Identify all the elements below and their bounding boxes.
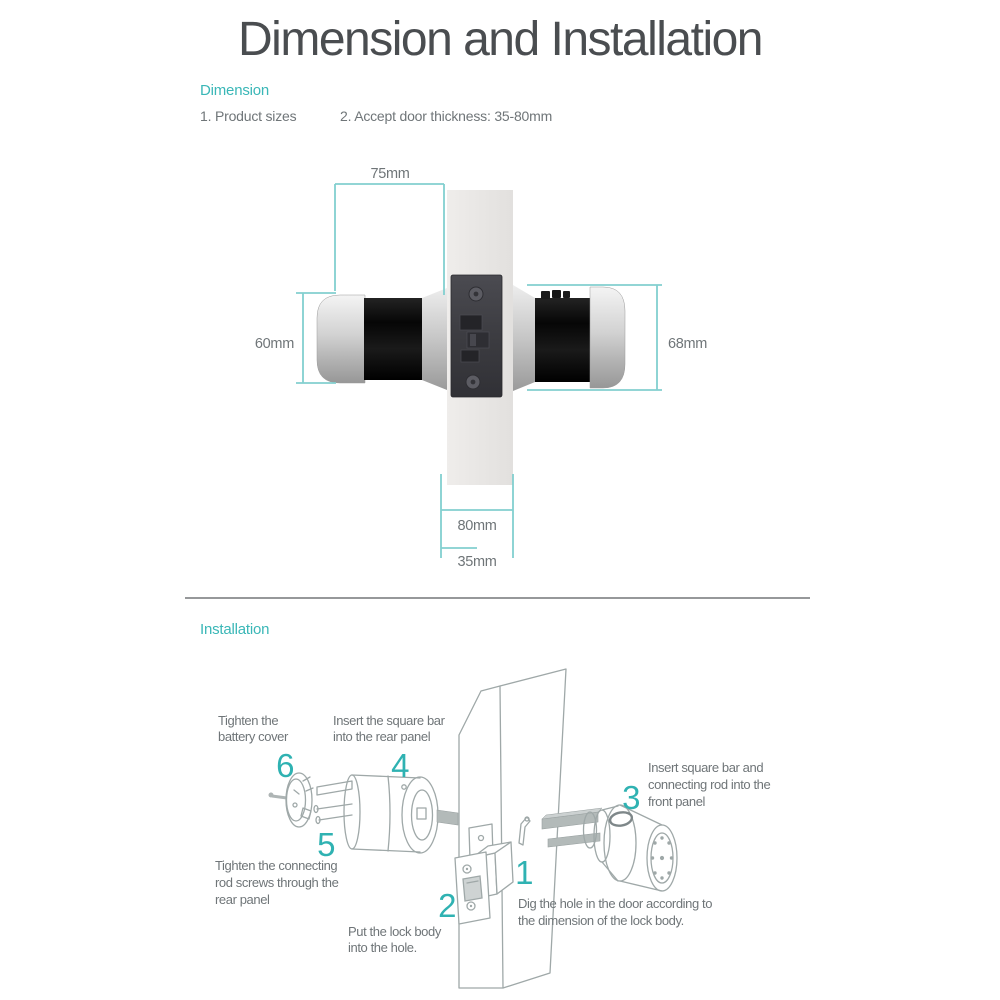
step-number-3: 3 <box>622 779 640 816</box>
installation-heading: Installation <box>200 621 270 638</box>
dimension-line-68mm: 68mm <box>527 284 708 391</box>
front-knob-button <box>552 290 561 298</box>
door-drawing <box>458 668 567 989</box>
front-knob-button <box>541 291 550 299</box>
step-caption-5-line-1: rod screws through the <box>215 875 339 890</box>
latch-bolt-drawing <box>462 875 483 902</box>
label-68mm: 68mm <box>668 336 707 352</box>
latch-plate-drawing <box>454 851 491 925</box>
step-caption-5-line-0: Tighten the connecting <box>215 858 337 873</box>
step-caption-2-line-1: into the hole. <box>348 940 417 955</box>
label-35mm: 35mm <box>457 554 496 570</box>
step-caption-4-line-1: into the rear panel <box>333 729 431 744</box>
square-bar <box>436 809 459 826</box>
rear-knob-cap <box>316 294 366 384</box>
fingerprint-oval <box>608 811 634 827</box>
step-caption-6: Tighten the battery cover <box>218 713 289 744</box>
front-knob-body <box>535 298 590 382</box>
step-caption-3-line-0: Insert square bar and <box>648 760 763 775</box>
step-number-6: 6 <box>276 747 294 784</box>
step-number-1: 1 <box>515 854 533 891</box>
front-knob <box>513 285 626 391</box>
step-caption-5-line-2: rear panel <box>215 892 270 907</box>
front-knob-cap <box>589 286 626 389</box>
battery-cover-drawing <box>268 772 314 828</box>
front-knob-collar <box>513 285 535 391</box>
latch-bolt <box>459 314 490 363</box>
step-caption-4-line-0: Insert the square bar <box>333 713 446 728</box>
keypad-dots <box>650 836 674 880</box>
step-caption-5: Tighten the connecting rod screws throug… <box>215 858 339 907</box>
step-caption-2: Put the lock body into the hole. <box>348 924 442 955</box>
rear-knob-collar <box>422 288 447 390</box>
rear-panel-drawing <box>343 774 459 854</box>
step-caption-1-line-1: the dimension of the lock body. <box>518 913 684 928</box>
page-title: Dimension and Installation <box>238 13 764 66</box>
step-caption-3-line-1: connecting rod into the <box>648 777 771 792</box>
lock-body-plate <box>450 274 503 398</box>
step-caption-6-line-0: Tighten the <box>218 713 278 728</box>
step-number-5: 5 <box>317 826 335 863</box>
step-caption-1-line-0: Dig the hole in the door according to <box>518 896 712 911</box>
label-80mm: 80mm <box>457 518 496 534</box>
front-bars-drawing <box>541 807 603 848</box>
step-caption-3: Insert square bar and connecting rod int… <box>648 760 771 809</box>
dimension-line-60mm: 60mm <box>255 292 336 384</box>
step-caption-6-line-1: battery cover <box>218 729 289 744</box>
dimension-diagram: 75mm 60mm 68mm 80mm 35mm <box>255 166 708 570</box>
step-caption-1: Dig the hole in the door according to th… <box>518 896 713 928</box>
front-knob-button <box>563 291 570 298</box>
label-75mm: 75mm <box>370 166 409 182</box>
section-divider <box>185 597 810 599</box>
dimension-line-75mm: 75mm <box>334 166 445 295</box>
dimension-heading: Dimension <box>200 82 270 99</box>
strike-clip-drawing <box>518 816 531 846</box>
dimension-line-door-thickness: 80mm 35mm <box>440 474 514 570</box>
step-number-2: 2 <box>438 887 456 924</box>
label-60mm: 60mm <box>255 336 294 352</box>
step-caption-2-line-0: Put the lock body <box>348 924 442 939</box>
rear-knob-body <box>364 298 422 380</box>
front-panel-drawing <box>582 804 678 892</box>
installation-diagram: 1 2 3 4 5 6 Tighten the battery cover In… <box>215 668 771 989</box>
connecting-rods-drawing <box>313 780 353 825</box>
step-caption-4: Insert the square bar into the rear pane… <box>333 713 446 744</box>
dimension-note-2: 2. Accept door thickness: 35-80mm <box>340 108 553 124</box>
step-number-4: 4 <box>391 747 409 784</box>
rear-knob <box>316 288 447 390</box>
dimension-note-1: 1. Product sizes <box>200 108 297 124</box>
step-caption-3-line-2: front panel <box>648 794 706 809</box>
